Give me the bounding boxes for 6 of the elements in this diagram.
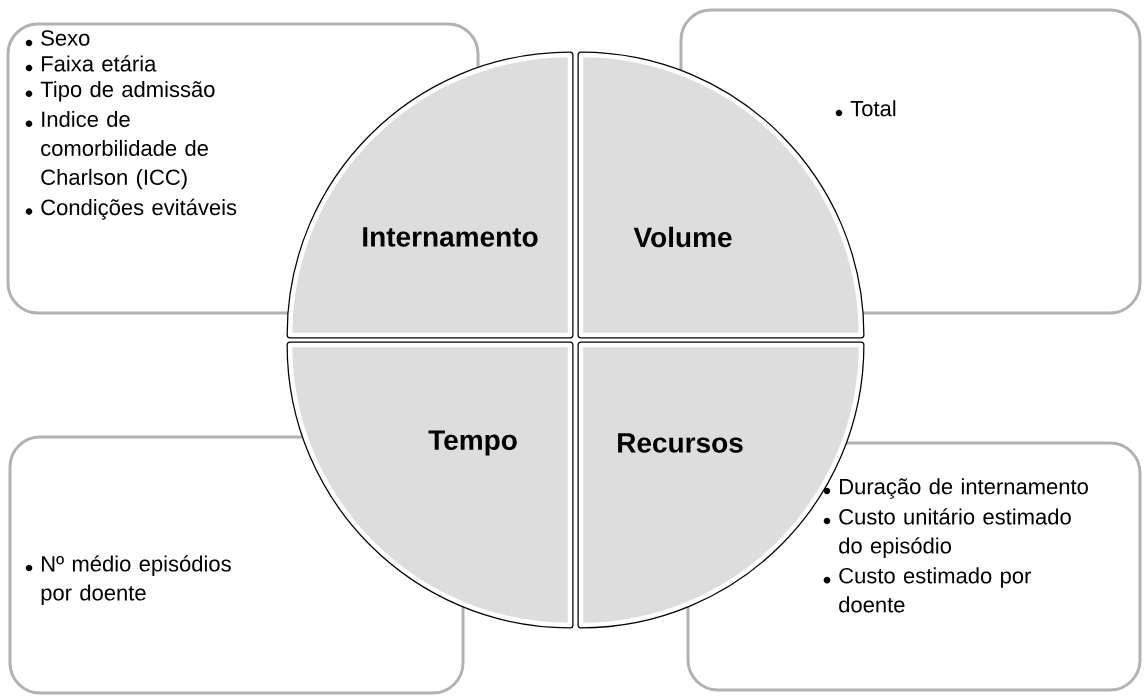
bullet-item: Sexo	[25, 30, 90, 47]
bullet-item: Tipo de admissão	[25, 80, 215, 102]
bullet-item: Faixa etária	[25, 55, 157, 72]
bullet-item: Nº médio episódios por doente	[25, 555, 231, 605]
bullet-item: Condições evitáveis	[25, 198, 237, 220]
bullet-item: Indice de comorbilidade de Charlson (ICC)	[25, 110, 208, 190]
